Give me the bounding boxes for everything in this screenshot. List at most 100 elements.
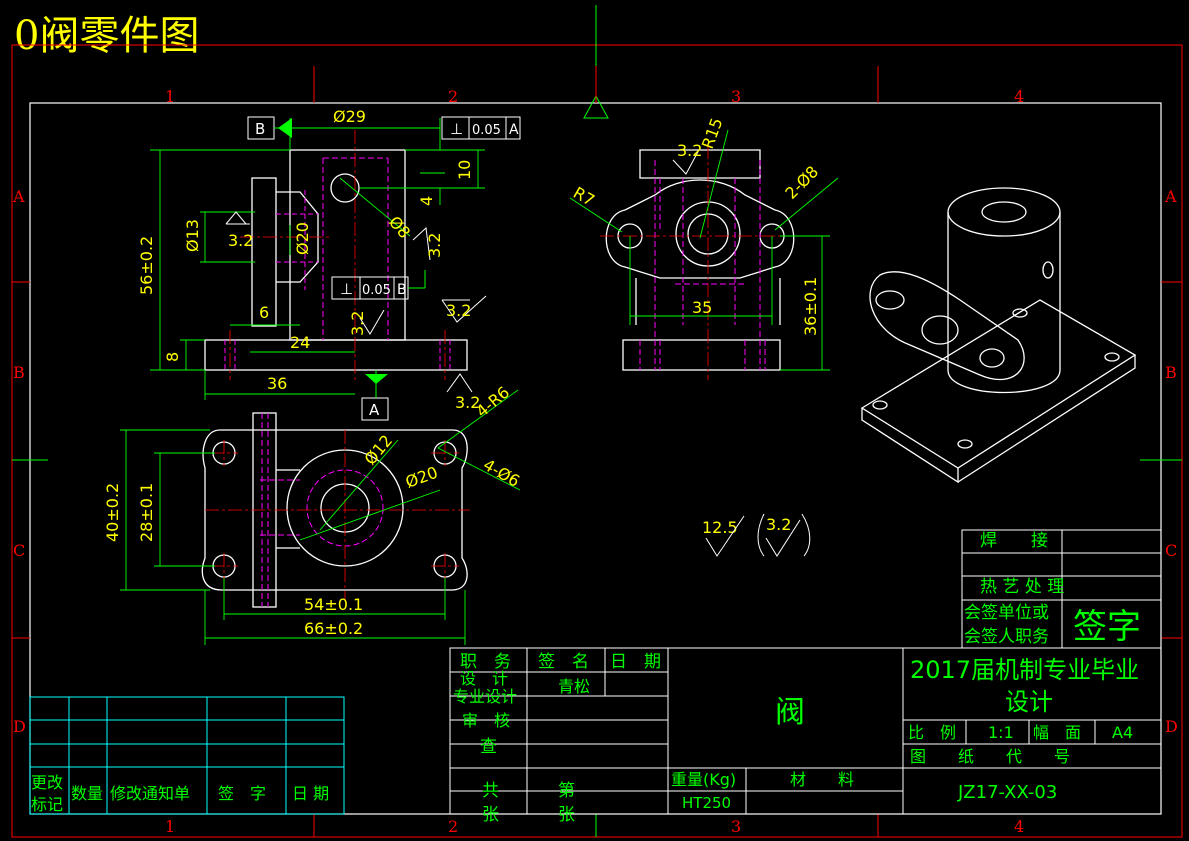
tb-size: A4 bbox=[1112, 723, 1133, 742]
dim-d13: Ø13 bbox=[183, 219, 202, 252]
roughness-1: 3.2 bbox=[228, 231, 253, 250]
tb-project-1: 2017届机制专业毕业 bbox=[910, 656, 1139, 684]
tb-material: HT250 bbox=[682, 794, 731, 812]
tolerance-texts: ⊥ 0.05 A ⊥ 0.05 B B A bbox=[255, 120, 519, 419]
zone-col-3: 3 bbox=[731, 87, 741, 106]
tb-sign: 签 名 bbox=[538, 652, 589, 672]
tb-countersign-2: 会签人职务 bbox=[964, 627, 1049, 647]
dim-d12: Ø12 bbox=[361, 431, 397, 468]
title-block-texts: 焊 接 热 艺 处 理 会签单位或 会签人职务 签字 职 务 签 名 日 期 设… bbox=[453, 531, 1141, 825]
roughness-2: 3.2 bbox=[425, 233, 444, 258]
zone-col-4-bottom: 4 bbox=[1014, 817, 1024, 836]
dim-24: 24 bbox=[290, 333, 310, 352]
tb-major-design: 专业设计 bbox=[453, 687, 517, 706]
dim-56: 56±0.2 bbox=[137, 236, 156, 295]
zone-col-2: 2 bbox=[448, 87, 458, 106]
tb-designer: 青松 bbox=[558, 677, 590, 696]
dim-36-tol: 36±0.1 bbox=[801, 277, 820, 336]
page-title: 0阀零件图 bbox=[14, 13, 200, 59]
tb-check: 查 bbox=[480, 737, 497, 757]
zone-row-a: A bbox=[12, 187, 25, 206]
tb-weld: 焊 接 bbox=[980, 531, 1048, 551]
roughness-general: 12.5 bbox=[702, 518, 738, 537]
rev-header-qty: 数量 bbox=[71, 784, 103, 803]
tb-drawing-no-label: 图 纸 代 号 bbox=[910, 747, 1070, 766]
roughness-general-symbols bbox=[705, 513, 811, 557]
dim-4: 4 bbox=[417, 196, 436, 206]
datum-a-label: A bbox=[369, 401, 380, 419]
tb-scale: 1:1 bbox=[988, 723, 1014, 742]
tb-duties: 职 务 bbox=[460, 652, 511, 672]
roughness-3: 3.2 bbox=[446, 301, 471, 320]
zone-row-b: B bbox=[13, 363, 25, 382]
dim-d20: Ø20 bbox=[403, 463, 440, 492]
zone-col-4: 4 bbox=[1014, 87, 1024, 106]
revision-block bbox=[29, 696, 345, 815]
tb-scale-label: 比 例 bbox=[908, 723, 956, 742]
tb-sign-big: 签字 bbox=[1073, 607, 1141, 647]
title-block-lines bbox=[449, 529, 1162, 815]
zone-row-c: C bbox=[13, 541, 25, 560]
zone-row-d: D bbox=[13, 717, 26, 736]
zone-row-d-right: D bbox=[1165, 717, 1178, 736]
zone-row-c-right: C bbox=[1165, 541, 1177, 560]
tol1-datum: A bbox=[509, 122, 519, 138]
tb-design: 设 计 bbox=[460, 669, 508, 688]
dim-36: 36 bbox=[267, 374, 287, 393]
dim-r7: R7 bbox=[570, 183, 598, 210]
tol2-symbol: ⊥ bbox=[340, 280, 353, 298]
tb-total-unit: 张 bbox=[482, 805, 499, 825]
front-view bbox=[150, 116, 521, 421]
rev-header-mark-2: 标记 bbox=[31, 795, 63, 814]
dim-d29: Ø29 bbox=[333, 107, 366, 126]
tb-date: 日 期 bbox=[610, 652, 661, 672]
isometric-view bbox=[860, 187, 1137, 484]
tb-material-label: 材 料 bbox=[790, 770, 854, 789]
tb-review: 审 核 bbox=[462, 711, 510, 730]
tb-heat: 热 艺 处 理 bbox=[980, 577, 1064, 597]
datum-b-label: B bbox=[255, 120, 265, 138]
rev-header-mark-1: 更改 bbox=[31, 773, 63, 792]
dim-4xd6: 4-Ø6 bbox=[480, 455, 523, 491]
dim-40: 40±0.2 bbox=[103, 483, 122, 542]
revision-headers: 更改 标记 数量 修改通知单 签 字 日 期 bbox=[31, 773, 329, 814]
dim-d8-hole: Ø8 bbox=[385, 212, 414, 242]
tb-size-label: 幅 面 bbox=[1033, 723, 1081, 742]
tb-page: 第 bbox=[558, 781, 575, 801]
tol2-value: 0.05 bbox=[362, 283, 391, 298]
roughness-5: 3.2 bbox=[455, 393, 480, 412]
zone-col-2-bottom: 2 bbox=[448, 817, 458, 836]
rev-header-date: 日 期 bbox=[292, 784, 329, 803]
tb-drawing-no: JZ17-XX-03 bbox=[957, 782, 1057, 803]
dim-10: 10 bbox=[455, 160, 474, 180]
dim-2xd8: 2-Ø8 bbox=[781, 162, 822, 203]
zone-labels: 1 2 3 4 1 2 3 4 A B C D A B C D bbox=[12, 87, 1178, 836]
tol1-value: 0.05 bbox=[472, 123, 501, 138]
dim-d20-vert: Ø20 bbox=[293, 222, 312, 255]
roughness-6: 3.2 bbox=[677, 141, 702, 160]
dim-8: 8 bbox=[163, 352, 182, 362]
zone-col-3-bottom: 3 bbox=[731, 817, 741, 836]
side-view bbox=[569, 129, 839, 380]
tb-project-2: 设计 bbox=[1005, 688, 1053, 716]
dim-6: 6 bbox=[259, 303, 269, 322]
zone-col-1: 1 bbox=[165, 87, 175, 106]
tb-countersign-1: 会签单位或 bbox=[964, 603, 1049, 623]
tb-total: 共 bbox=[482, 781, 499, 801]
roughness-texts: 3.2 3.2 3.2 3.2 3.2 3.2 12.5 3.2 bbox=[228, 141, 791, 537]
tb-part-name: 阀 bbox=[775, 695, 805, 730]
rev-header-sign: 签 字 bbox=[218, 784, 266, 803]
dim-35: 35 bbox=[692, 298, 712, 317]
dim-54: 54±0.1 bbox=[304, 595, 363, 614]
tol1-symbol: ⊥ bbox=[450, 120, 463, 138]
rev-header-notice: 修改通知单 bbox=[110, 784, 190, 803]
dim-28: 28±0.1 bbox=[137, 483, 156, 542]
tb-page-unit: 张 bbox=[558, 805, 575, 825]
roughness-general-other: 3.2 bbox=[766, 515, 791, 534]
tb-weight: 重量(Kg) bbox=[671, 770, 736, 789]
roughness-4: 3.2 bbox=[348, 311, 367, 336]
zone-col-1-bottom: 1 bbox=[165, 817, 175, 836]
tol2-datum: B bbox=[397, 282, 407, 298]
top-view bbox=[120, 389, 521, 645]
